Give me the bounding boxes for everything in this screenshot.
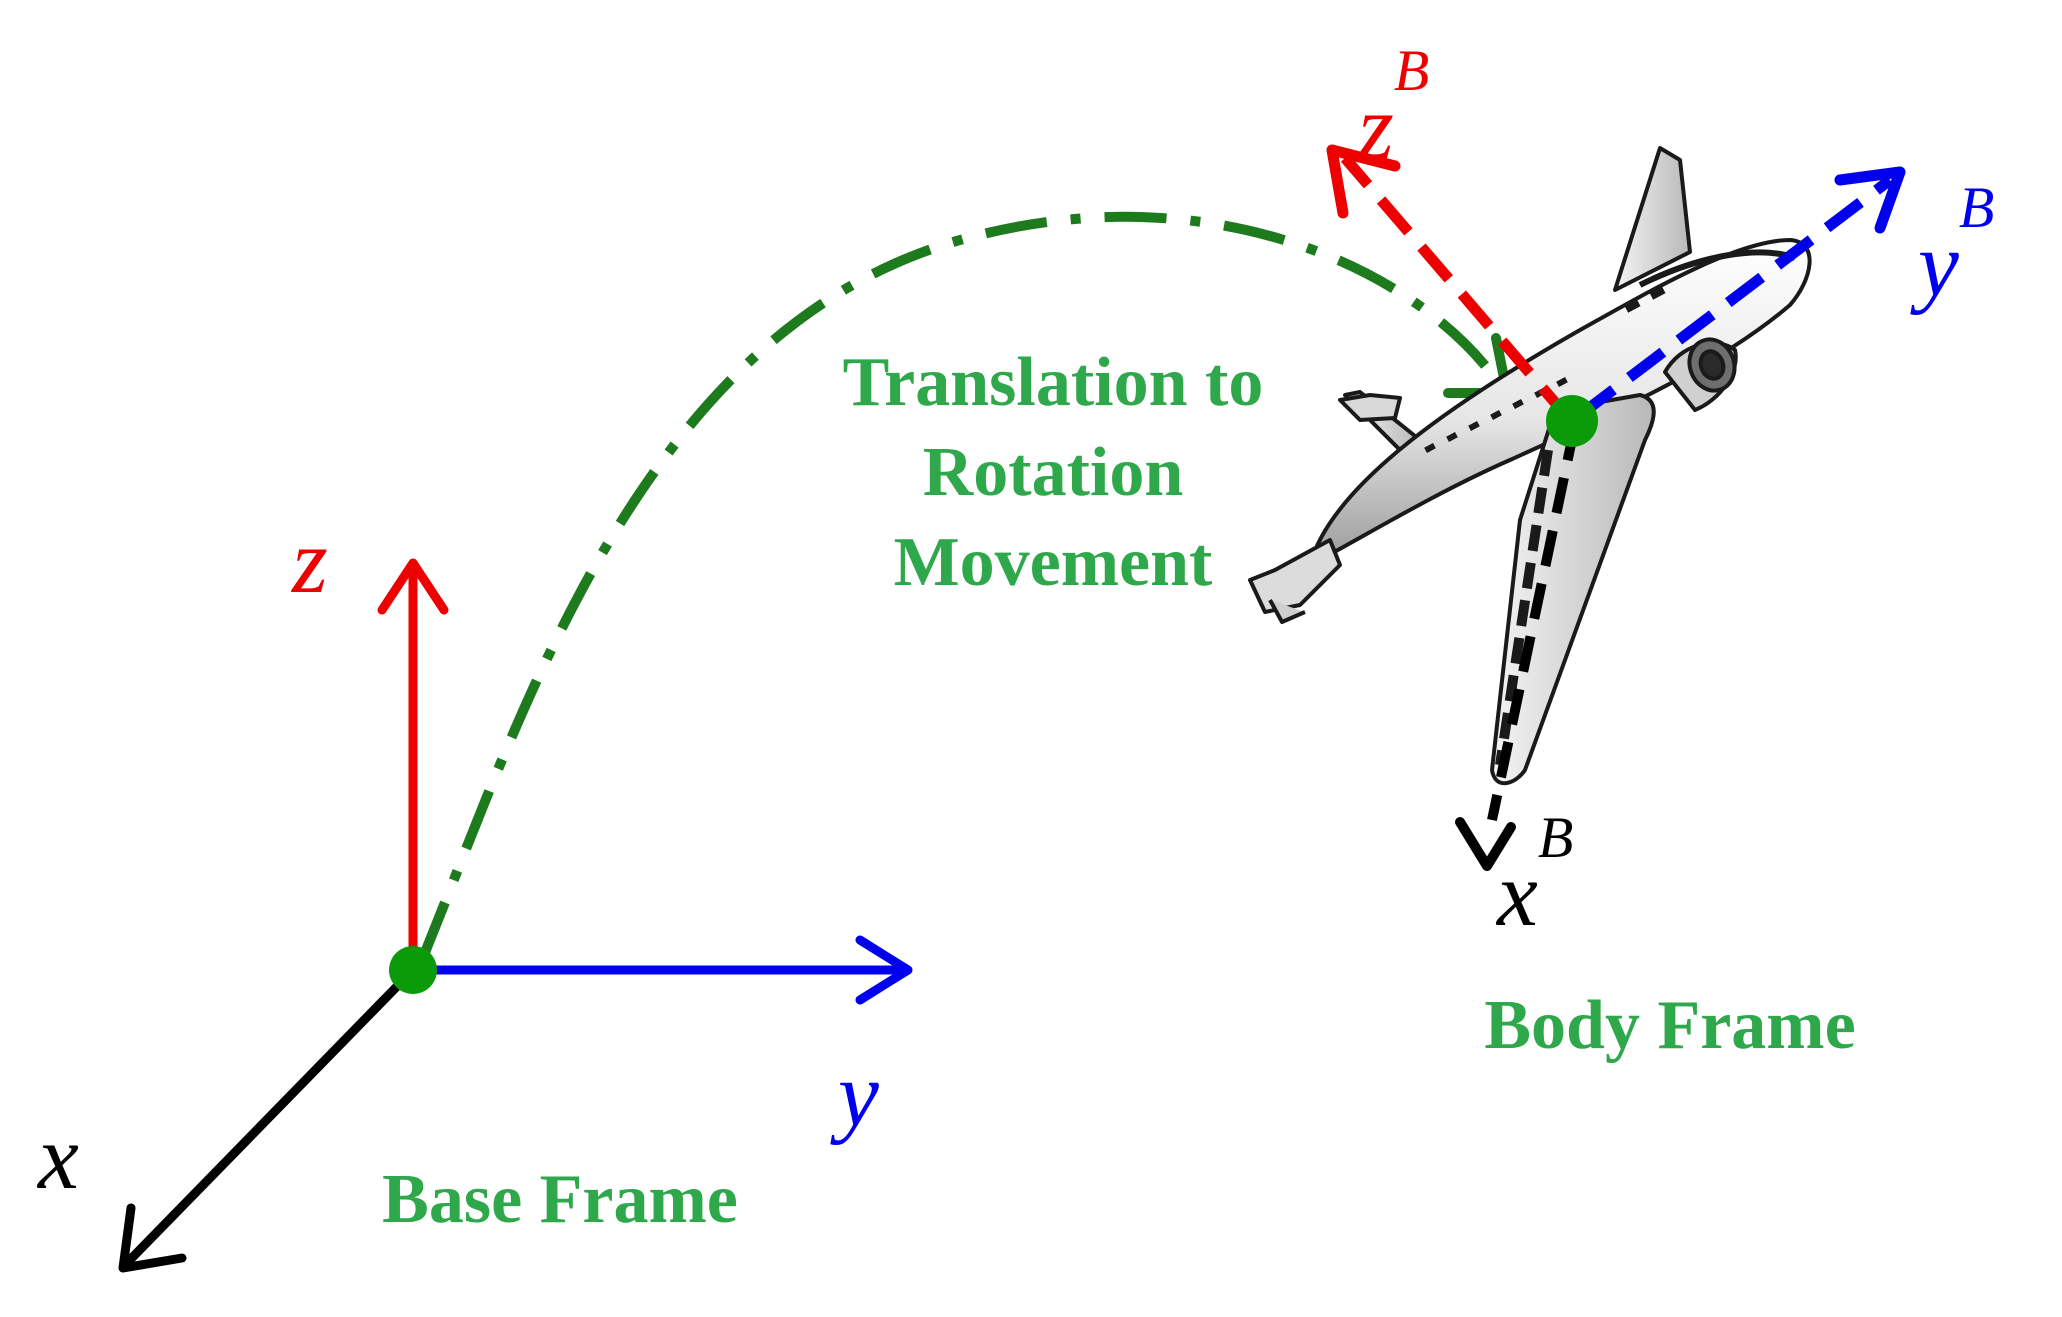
base-z-label: z <box>290 510 328 612</box>
body-frame-origin-dot <box>1546 395 1598 447</box>
base-frame <box>118 558 913 1273</box>
base-z-axis <box>377 558 449 970</box>
base-frame-origin-dot <box>389 946 437 994</box>
airplane-right-wing <box>1490 393 1656 786</box>
translation-line-2: Rotation <box>923 434 1184 511</box>
base-y-axis <box>413 935 913 1005</box>
body-y-axis <box>1576 166 1906 420</box>
body-z-axis <box>1326 144 1575 424</box>
base-frame-title: Base Frame <box>382 1161 738 1238</box>
body-x-label: xB <box>1495 805 1573 945</box>
body-y-label: yB <box>1910 175 1994 315</box>
body-frame-title: Body Frame <box>1484 987 1855 1064</box>
translation-annotation: Translation to Rotation Movement <box>843 344 1264 601</box>
body-z-label: zB <box>1356 38 1429 178</box>
base-x-axis <box>118 966 417 1273</box>
base-y-label: y <box>830 1043 879 1145</box>
body-x-axis <box>1455 423 1580 871</box>
airplane-horizontal-stabilizer <box>1248 538 1342 614</box>
body-frame <box>1326 144 1906 871</box>
airplane-windows <box>1424 284 1666 453</box>
airplane-left-winglet <box>1338 393 1402 422</box>
translation-line-3: Movement <box>894 524 1213 601</box>
airplane-tail-fin <box>1613 146 1692 292</box>
airplane-icon <box>1248 146 1812 786</box>
airplane-engine <box>1663 337 1738 412</box>
translation-line-1: Translation to <box>843 344 1264 421</box>
base-x-label: x <box>36 1106 79 1208</box>
